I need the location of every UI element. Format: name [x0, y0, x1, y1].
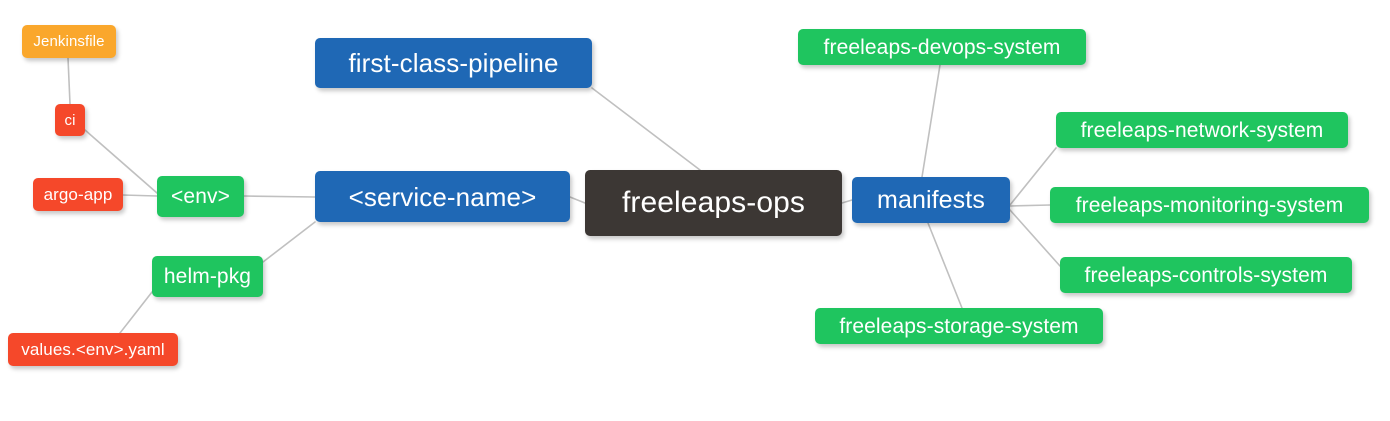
- edge-root-to-service-name: [569, 196, 586, 204]
- mindmap-node-label: freeleaps-controls-system: [1084, 263, 1328, 287]
- mindmap-node-label: argo-app: [43, 185, 113, 204]
- mindmap-node-label: freeleaps-network-system: [1080, 118, 1324, 142]
- edge-helm-pkg-to-values-yaml: [119, 291, 153, 334]
- mindmap-node-label: freeleaps-devops-system: [823, 35, 1061, 59]
- mindmap-node-label: freeleaps-ops: [621, 186, 806, 219]
- mindmap-node-label: Jenkinsfile: [33, 33, 105, 50]
- edge-env-to-argo-app: [122, 194, 158, 197]
- edge-manifests-to-storage-system: [927, 222, 963, 309]
- edge-service-name-to-env: [243, 195, 316, 198]
- edge-root-to-first-class-pipeline: [591, 87, 701, 171]
- mindmap-node-devops-system[interactable]: freeleaps-devops-system: [798, 29, 1086, 65]
- edge-service-name-to-helm-pkg: [262, 221, 316, 263]
- mindmap-node-manifests[interactable]: manifests: [852, 177, 1010, 223]
- mindmap-node-label: manifests: [877, 185, 985, 214]
- mindmap-node-first-class-pipeline[interactable]: first-class-pipeline: [315, 38, 592, 88]
- mindmap-node-label: freeleaps-monitoring-system: [1075, 193, 1344, 217]
- mindmap-node-controls-system[interactable]: freeleaps-controls-system: [1060, 257, 1352, 293]
- mindmap-node-values-yaml[interactable]: values.<env>.yaml: [8, 333, 178, 366]
- mindmap-node-label: helm-pkg: [163, 265, 252, 288]
- mindmap-node-ci[interactable]: ci: [55, 104, 85, 136]
- edge-root-to-manifests: [841, 199, 853, 204]
- mindmap-node-label: freeleaps-storage-system: [839, 314, 1079, 338]
- edge-manifests-to-monitoring-system: [1009, 204, 1051, 207]
- mindmap-node-label: <service-name>: [348, 181, 537, 212]
- mindmap-node-storage-system[interactable]: freeleaps-storage-system: [815, 308, 1103, 344]
- mindmap-node-monitoring-system[interactable]: freeleaps-monitoring-system: [1050, 187, 1369, 223]
- mindmap-node-label: <env>: [171, 185, 230, 208]
- edge-manifests-to-devops-system: [921, 64, 941, 178]
- mindmap-node-helm-pkg[interactable]: helm-pkg: [152, 256, 263, 297]
- mindmap-node-jenkinsfile[interactable]: Jenkinsfile: [22, 25, 116, 58]
- mindmap-node-argo-app[interactable]: argo-app: [33, 178, 123, 211]
- mindmap-node-network-system[interactable]: freeleaps-network-system: [1056, 112, 1348, 148]
- mindmap-node-env[interactable]: <env>: [157, 176, 244, 217]
- mindmap-node-service-name[interactable]: <service-name>: [315, 171, 570, 222]
- mindmap-node-label: values.<env>.yaml: [21, 340, 165, 359]
- mindmap-node-root[interactable]: freeleaps-ops: [585, 170, 842, 236]
- mindmap-node-label: first-class-pipeline: [348, 48, 559, 78]
- edge-ci-to-jenkinsfile: [67, 57, 71, 105]
- mindmap-node-label: ci: [64, 111, 76, 129]
